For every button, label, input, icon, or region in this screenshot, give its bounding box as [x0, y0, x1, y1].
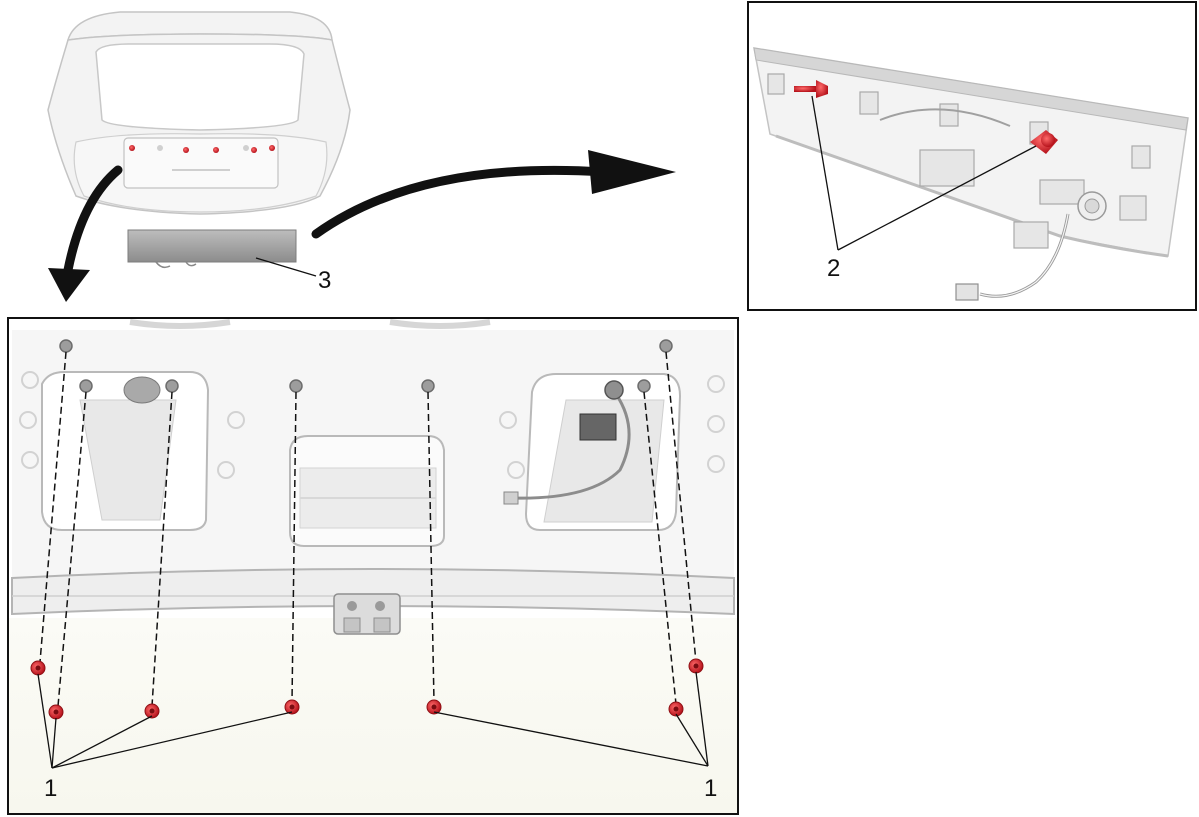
leaders-1-right	[433, 671, 709, 767]
fastener	[48, 704, 64, 720]
fastener	[144, 703, 160, 719]
leader-2-a	[811, 95, 839, 251]
arrow-to-top-detail-icon	[311, 150, 676, 239]
leader-3	[255, 257, 317, 277]
fastener	[688, 658, 704, 674]
fastener	[668, 701, 684, 717]
fastener	[426, 699, 442, 715]
tailgate-fastener-detail: 1 1	[7, 317, 739, 815]
clip-2-right	[1030, 130, 1058, 154]
alignment-lines	[39, 351, 697, 707]
clip-2-left	[794, 80, 828, 98]
fasteners-1	[30, 658, 704, 720]
trim-panel-3	[127, 229, 297, 269]
latch	[333, 593, 401, 635]
overview-fastener-dots	[129, 145, 275, 153]
leaders-1-left	[37, 673, 293, 769]
fastener	[30, 660, 46, 676]
callout-1-right: 1	[704, 775, 717, 802]
callout-1-left: 1	[44, 775, 57, 802]
trim-panel-detail: 2	[747, 1, 1197, 311]
callout-3: 3	[318, 267, 331, 294]
leader-2-b	[837, 145, 1037, 251]
callout-2: 2	[827, 255, 840, 282]
arrow-to-bottom-detail-icon	[48, 165, 123, 302]
fastener	[284, 699, 300, 715]
tailgate-overview: 3	[47, 11, 351, 294]
